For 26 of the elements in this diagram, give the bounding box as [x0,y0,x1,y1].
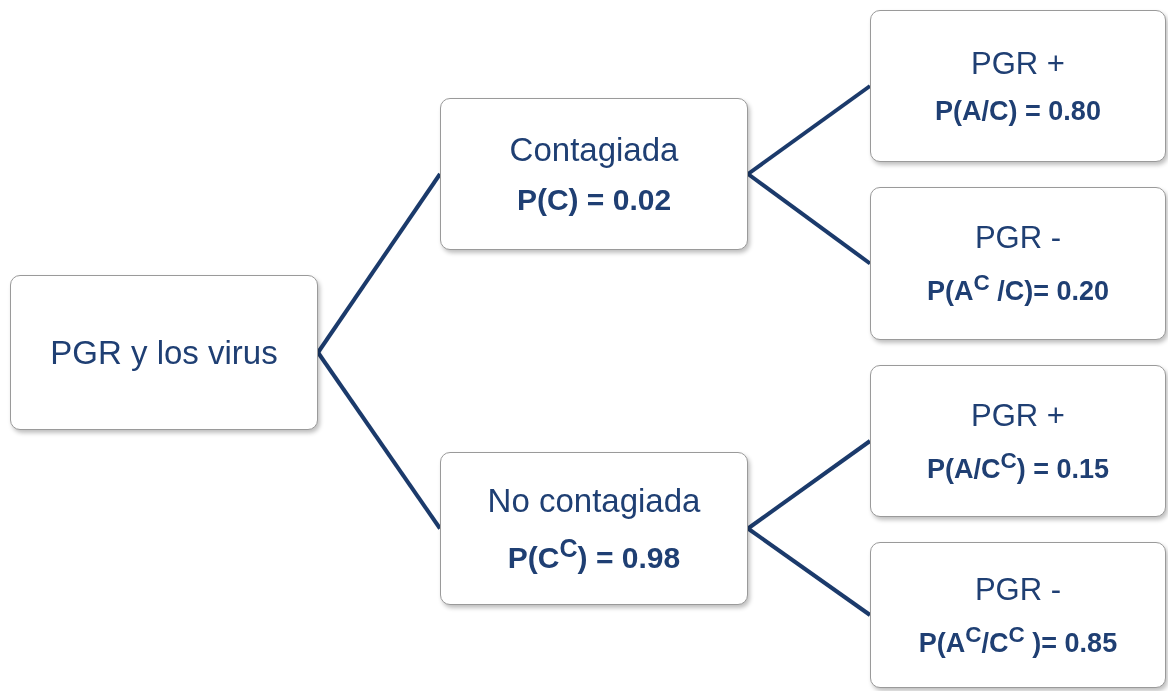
node-label: PGR - [974,571,1062,608]
connector-line [316,172,442,354]
connector-line [316,351,442,530]
tree-node-box [870,10,1166,162]
node-label: PGR y los virus [50,333,278,372]
probability-label: P(A$^{C}$ /C)= 0.20 [926,270,1110,307]
probability-label: P(A/C) = 0.80 [935,95,1101,127]
node-label: PGR + [971,45,1065,82]
tree-node-box [10,275,318,430]
tree-node-box [870,542,1166,688]
tree-node-box [870,187,1166,340]
probability-label: P(A/C$^{C}$) = 0.15 [926,447,1110,485]
tree-node-box [440,98,748,250]
probability-label: P(C$^{C}$) = 0.98 [507,534,681,575]
node-label: Contagiada [509,131,679,169]
probability-label: P(A$^{C}$/C$^{C}$ )= 0.85 [918,621,1118,659]
connector-line [746,172,872,266]
tree-node-box [440,452,748,605]
node-label: PGR - [974,220,1062,256]
connector-line [746,84,872,176]
connector-line [746,526,872,617]
node-label: PGR + [971,397,1065,434]
node-label: No contagiada [487,482,701,520]
probability-label: P(C) = 0.02 [516,183,672,217]
tree-node-box [870,365,1166,517]
connector-line [746,439,872,531]
